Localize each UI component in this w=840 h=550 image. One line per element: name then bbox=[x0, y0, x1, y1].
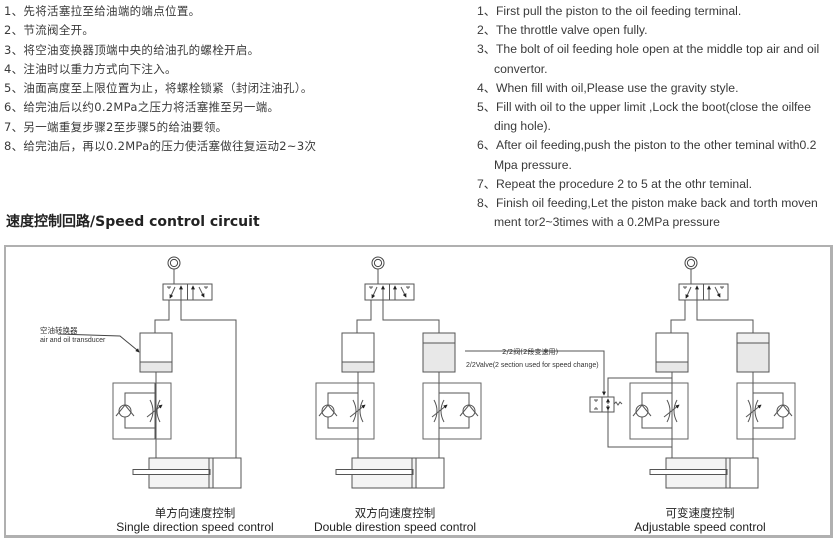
instruction-text: Fill with oil to the upper limit ,Lock t… bbox=[495, 100, 811, 115]
flow-control-valve-icon bbox=[423, 383, 481, 439]
instruction-zh: 4、注油时以重力方式向下注入。 bbox=[4, 61, 177, 76]
valve-label-en: 2/2Valve(2 section used for speed change… bbox=[466, 362, 599, 369]
english-instructions-list: 1、First pull the piston to the oil feedi… bbox=[477, 2, 819, 232]
directional-valve-icon bbox=[163, 284, 212, 300]
instruction-en: 1、First pull the piston to the oil feedi… bbox=[477, 2, 819, 21]
transducer-label-zh: 空油转换器 bbox=[40, 326, 78, 335]
instruction-zh: 2、节流阀全开。 bbox=[4, 23, 95, 38]
instruction-text: The bolt of oil feeding hole open at the… bbox=[495, 42, 820, 57]
instruction-text: Finish oil feeding,Let the piston make b… bbox=[495, 196, 818, 211]
caption-en: Adjustable speed control bbox=[634, 520, 766, 534]
instruction-text: Repeat the procedure 2 to 5 at the othr … bbox=[495, 176, 753, 191]
circuit-single-direction bbox=[57, 256, 242, 489]
cylinder-icon bbox=[335, 457, 445, 489]
instruction-continuation: Mpa pressure. bbox=[494, 157, 572, 172]
instruction-en: 6、After oil feeding,push the piston to t… bbox=[477, 136, 819, 174]
instruction-zh: 8、给完油后，再以0.2MPa的压力使活塞做往复运动2~3次 bbox=[4, 139, 317, 154]
instruction-en: 4、When fill with oil,Please use the grav… bbox=[477, 79, 819, 98]
diagram-frame bbox=[4, 245, 833, 538]
transducer-label-en: air and oil transducer bbox=[40, 337, 106, 344]
caption-en: Single direction speed control bbox=[116, 520, 274, 534]
flow-control-valve-icon bbox=[113, 383, 171, 439]
instruction-zh: 1、先将活塞拉至给油端的端点位置。 bbox=[4, 4, 201, 18]
instruction-zh: 3、将空油变换器顶端中央的给油孔的螺栓开启。 bbox=[4, 42, 260, 57]
flow-control-valve-icon bbox=[630, 383, 688, 439]
instruction-continuation: ding hole). bbox=[494, 119, 551, 134]
circuit-double-direction bbox=[316, 256, 481, 489]
air-source-icon bbox=[167, 256, 181, 270]
instruction-number: 1、 bbox=[477, 4, 496, 18]
instruction-number: 8、 bbox=[477, 196, 496, 211]
air-source-icon bbox=[684, 256, 698, 270]
caption-adjustable: 可变速度控制 Adjustable speed control bbox=[615, 506, 785, 534]
instruction-zh: 7、另一端重复步骤2至步骤5的给油要领。 bbox=[4, 119, 228, 134]
directional-valve-icon bbox=[365, 284, 414, 300]
caption-en: Double direstion speed control bbox=[313, 520, 477, 534]
chinese-instructions-list: 1、先将活塞拉至给油端的端点位置。 2、节流阀全开。 3、将空油变换器顶端中央的… bbox=[4, 2, 316, 156]
instruction-number: 2、 bbox=[477, 23, 496, 38]
instruction-continuation: convertor. bbox=[494, 61, 548, 76]
instruction-text: The throttle valve open fully. bbox=[495, 23, 648, 38]
cylinder-icon bbox=[649, 457, 759, 489]
instruction-zh: 5、油面高度至上限位置为止，将螺栓锁紧（封闭注油孔）。 bbox=[4, 81, 313, 96]
caption-double-direction: 双方向速度控制 Double direstion speed control bbox=[310, 506, 480, 534]
caption-single-direction: 单方向速度控制 Single direction speed control bbox=[110, 506, 280, 534]
instruction-continuation: ment tor2~3times with a 0.2MPa pressure bbox=[494, 215, 720, 230]
instruction-number: 4、 bbox=[477, 80, 496, 95]
directional-valve-icon bbox=[679, 284, 728, 300]
circuit-adjustable bbox=[465, 256, 795, 489]
instruction-zh: 6、给完油后以约0.2MPa之压力将活塞推至另一端。 bbox=[4, 100, 280, 115]
two-two-valve-icon bbox=[589, 396, 623, 413]
instruction-en: 3、The bolt of oil feeding hole open at t… bbox=[477, 40, 819, 78]
instruction-en: 8、Finish oil feeding,Let the piston make… bbox=[477, 194, 819, 232]
instruction-text: First pull the piston to the oil feeding… bbox=[495, 4, 742, 18]
flow-control-valve-icon bbox=[737, 383, 795, 439]
instruction-number: 6、 bbox=[477, 138, 496, 153]
caption-zh: 单方向速度控制 bbox=[154, 506, 236, 520]
instruction-number: 5、 bbox=[477, 100, 496, 115]
instruction-en: 7、Repeat the procedure 2 to 5 at the oth… bbox=[477, 175, 819, 194]
instruction-number: 7、 bbox=[477, 176, 496, 191]
caption-zh: 双方向速度控制 bbox=[354, 506, 436, 520]
caption-zh: 可变速度控制 bbox=[665, 506, 735, 520]
instruction-en: 2、The throttle valve open fully. bbox=[477, 21, 819, 40]
instruction-number: 3、 bbox=[477, 42, 496, 57]
cylinder-icon bbox=[132, 457, 242, 489]
section-title: 速度控制回路/Speed control circuit bbox=[6, 214, 260, 230]
instruction-en: 5、Fill with oil to the upper limit ,Lock… bbox=[477, 98, 819, 136]
flow-control-valve-icon bbox=[316, 383, 374, 439]
instruction-text: When fill with oil,Please use the gravit… bbox=[495, 80, 739, 95]
air-source-icon bbox=[371, 256, 385, 270]
instruction-text: After oil feeding,push the piston to the… bbox=[495, 138, 817, 153]
valve-label-zh: 2/2阀(2段变速用) bbox=[502, 348, 559, 356]
